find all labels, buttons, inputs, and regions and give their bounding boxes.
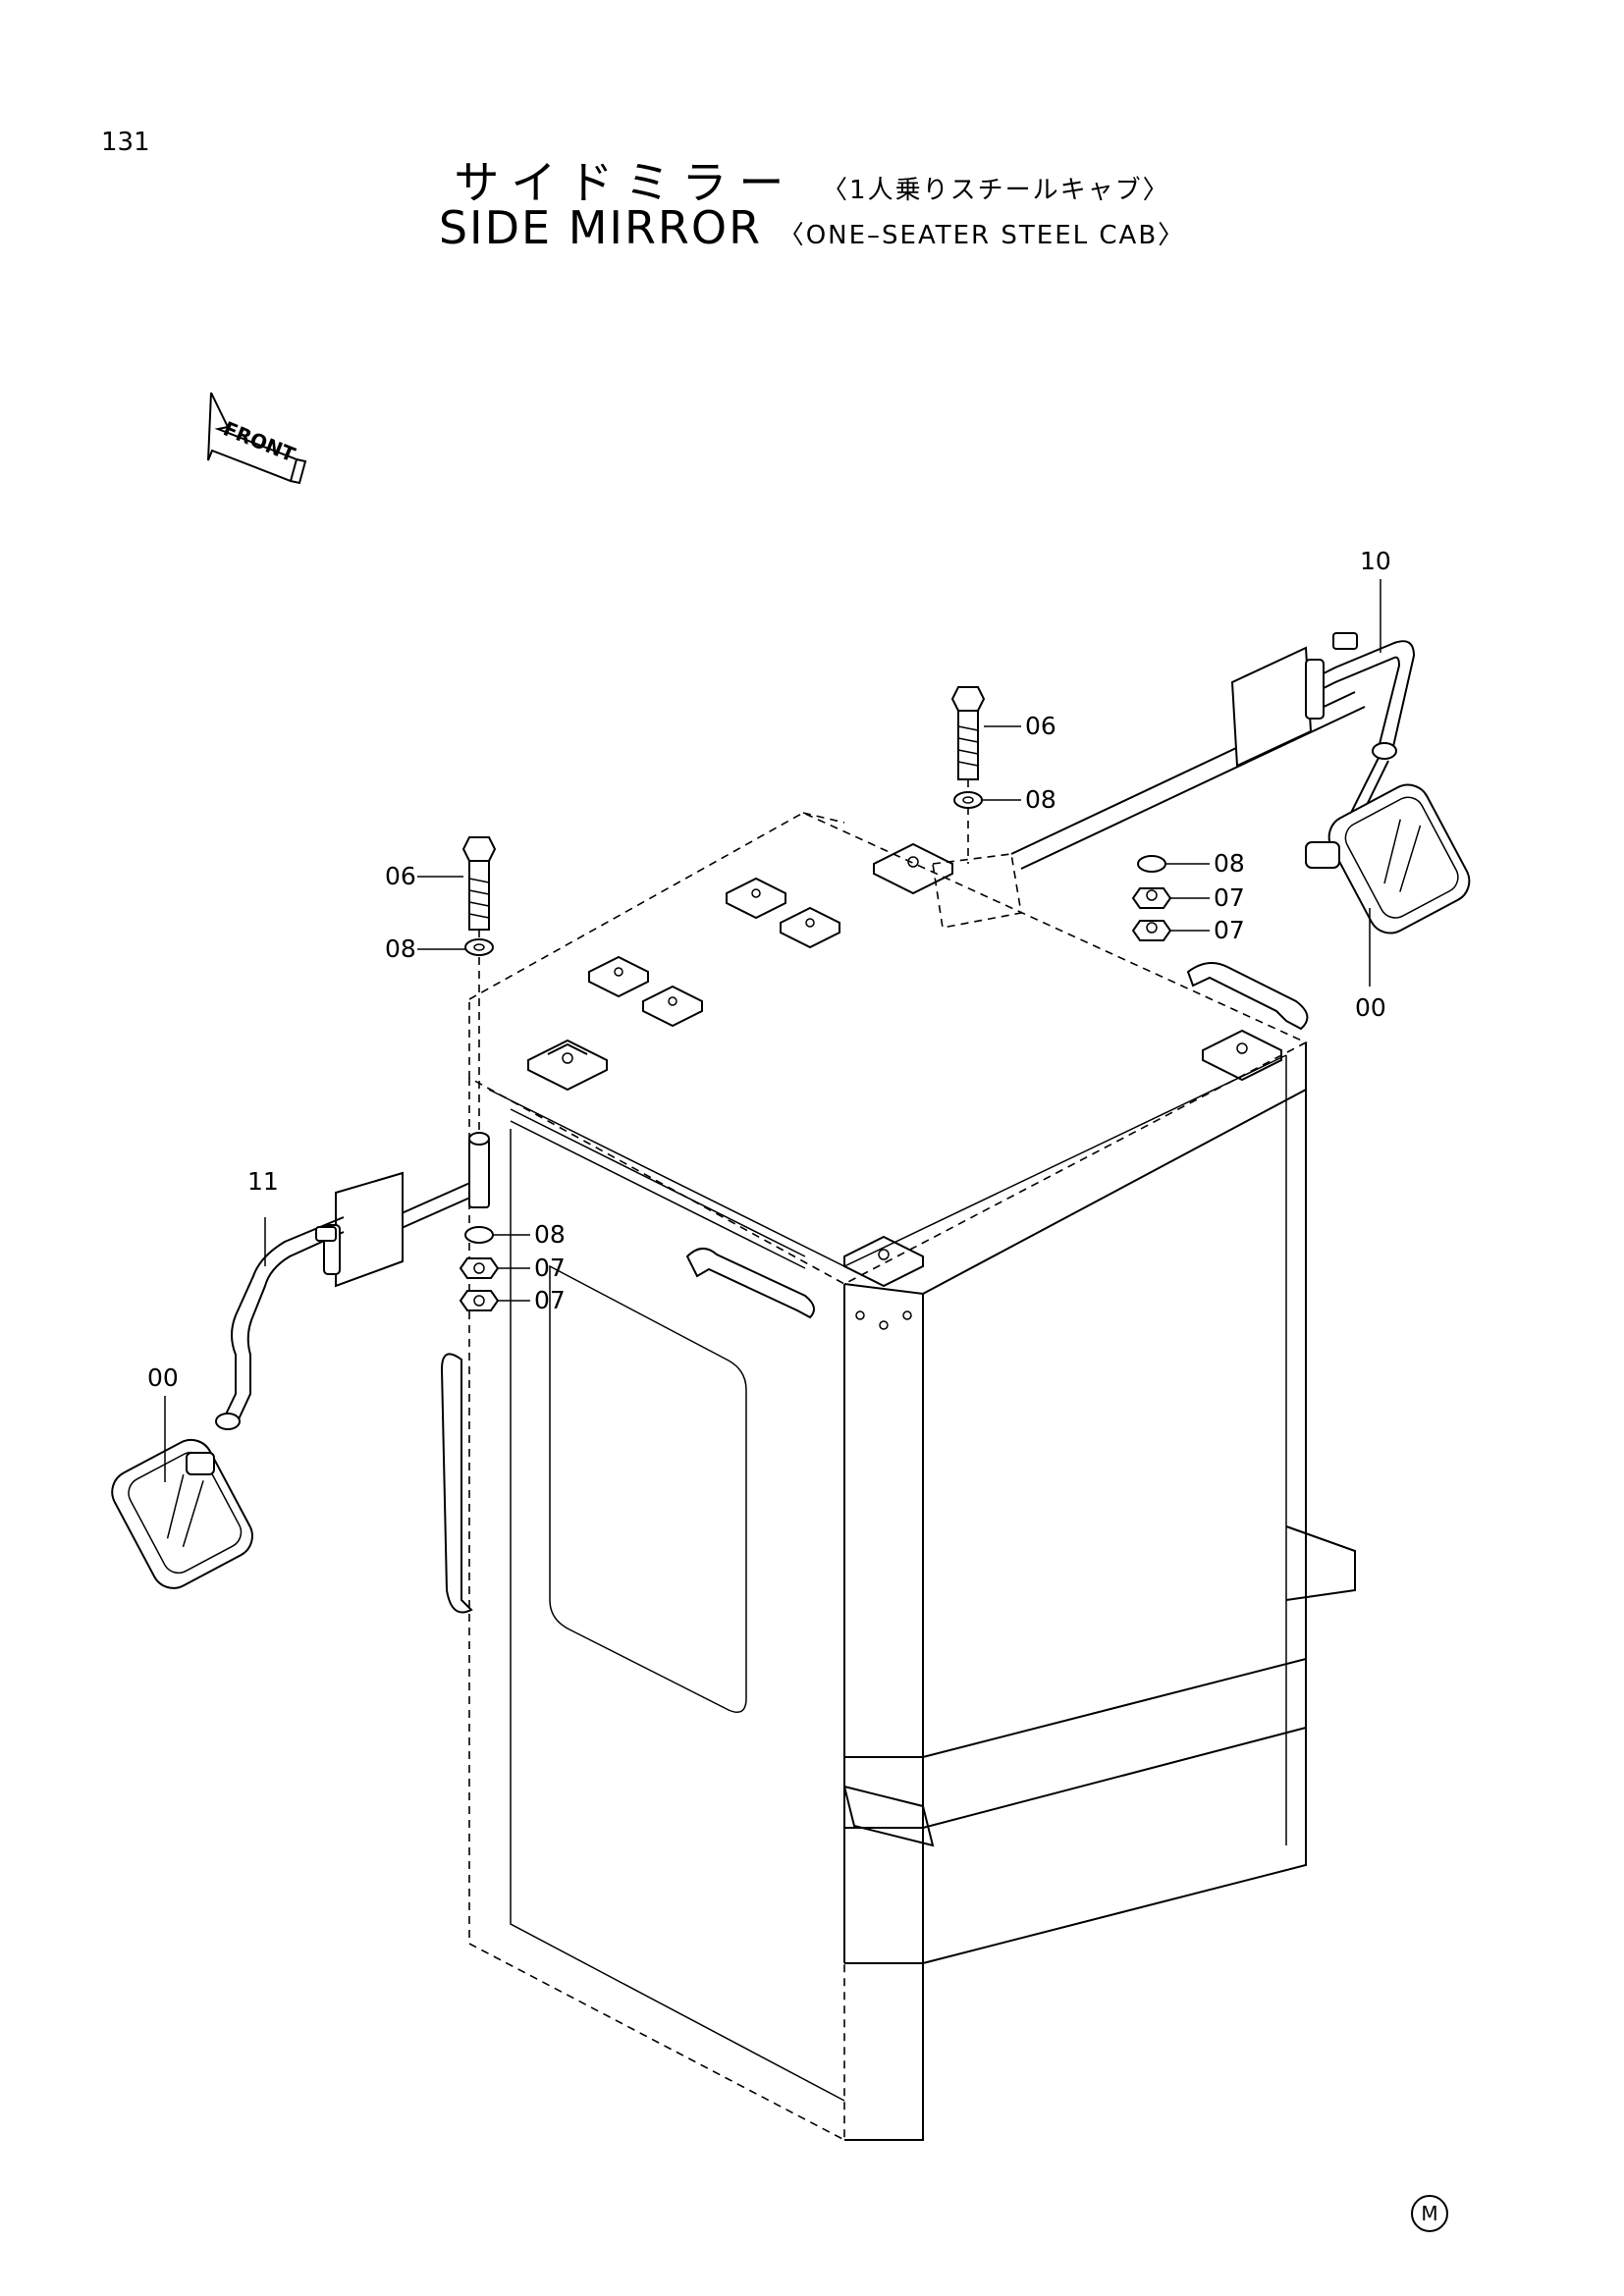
title-english-main: SIDE MIRROR [438, 201, 763, 254]
part-label-00-right: 00 [1355, 993, 1386, 1022]
part-label-08-left-top: 08 [385, 934, 416, 963]
part-label-08-right: 08 [1214, 849, 1245, 878]
title-japanese-sub: 〈1人乗りスチールキャブ〉 [822, 176, 1170, 205]
part-label-07-right-a: 07 [1214, 883, 1245, 912]
corner-mark-icon: M [1411, 2195, 1448, 2232]
title-english-sub: 〈ONE–SEATER STEEL CAB〉 [778, 221, 1186, 250]
part-label-06-right: 06 [1025, 712, 1056, 740]
front-arrow-icon: FRONT [207, 392, 307, 485]
part-label-08-left: 08 [534, 1220, 566, 1249]
part-label-06-left: 06 [385, 862, 416, 890]
leader-lines [164, 579, 1381, 1482]
part-label-08-right-top: 08 [1025, 785, 1056, 814]
part-label-00-left: 00 [147, 1363, 179, 1392]
title-japanese: サイドミラー 〈1人乗りスチールキャブ〉 [0, 147, 1624, 212]
part-label-07-left-b: 07 [534, 1286, 566, 1314]
left-mirror-assembly [111, 836, 500, 1589]
part-label-07-right-b: 07 [1214, 916, 1245, 944]
cab-body [440, 812, 1356, 2142]
roof-clips [527, 842, 1282, 1288]
part-label-11: 11 [247, 1167, 279, 1196]
right-mirror-assembly [932, 632, 1471, 941]
part-label-07-left-a: 07 [534, 1254, 566, 1282]
title-japanese-main: サイドミラー [454, 156, 796, 209]
page-number: 131 [101, 128, 150, 157]
title-english: SIDE MIRROR 〈ONE–SEATER STEEL CAB〉 [0, 201, 1624, 254]
part-label-10: 10 [1360, 547, 1391, 575]
